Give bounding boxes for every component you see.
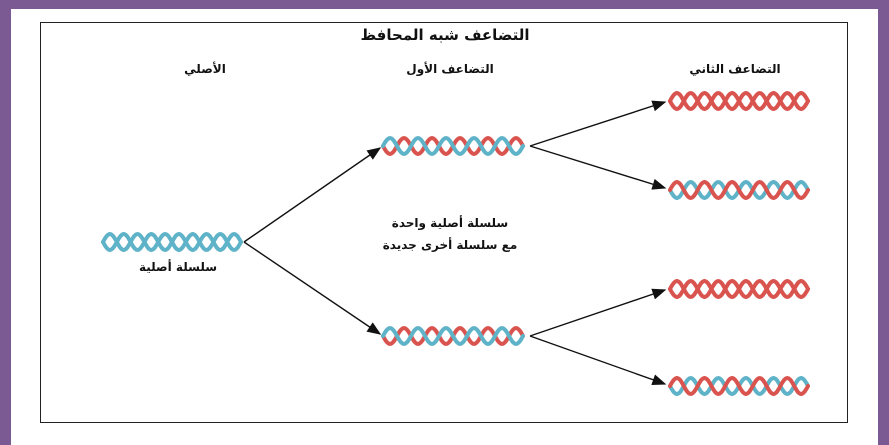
strand-b bbox=[381, 135, 525, 157]
strand-b bbox=[668, 375, 810, 397]
original-helix bbox=[101, 231, 243, 253]
original-strand-label: سلسلة أصلية bbox=[138, 260, 218, 274]
second-replication-helix-2 bbox=[668, 179, 810, 201]
second-replication-helix-1 bbox=[668, 90, 810, 112]
strand-b bbox=[668, 179, 810, 201]
diagram-panel bbox=[40, 22, 848, 423]
column-header-first-replication: التضاعف الأول bbox=[406, 62, 494, 76]
second-replication-helix-3 bbox=[668, 278, 810, 300]
arrow-top-to-second-1 bbox=[529, 100, 667, 147]
middle-note-line1: سلسلة أصلية واحدة bbox=[391, 216, 509, 230]
second-replication-helix-4 bbox=[668, 375, 810, 397]
arrow-bottom-to-second-4 bbox=[529, 335, 667, 386]
arrow-original-to-top bbox=[243, 147, 382, 243]
strand-b bbox=[101, 231, 243, 253]
column-header-original: الأصلي bbox=[184, 62, 226, 76]
middle-note-line2: مع سلسلة أخرى جديدة bbox=[382, 238, 518, 252]
strand-b bbox=[668, 278, 810, 300]
column-header-second-replication: التضاعف الثاني bbox=[689, 62, 781, 76]
arrow-original-to-bottom bbox=[243, 241, 382, 335]
strand-b bbox=[668, 90, 810, 112]
diagram-title: التضاعف شبه المحافظ bbox=[360, 26, 530, 44]
first-replication-helix-bottom bbox=[381, 325, 525, 347]
arrow-bottom-to-second-3 bbox=[529, 288, 667, 337]
strand-b bbox=[381, 325, 525, 347]
arrow-top-to-second-2 bbox=[529, 145, 667, 190]
first-replication-helix-top bbox=[381, 135, 525, 157]
